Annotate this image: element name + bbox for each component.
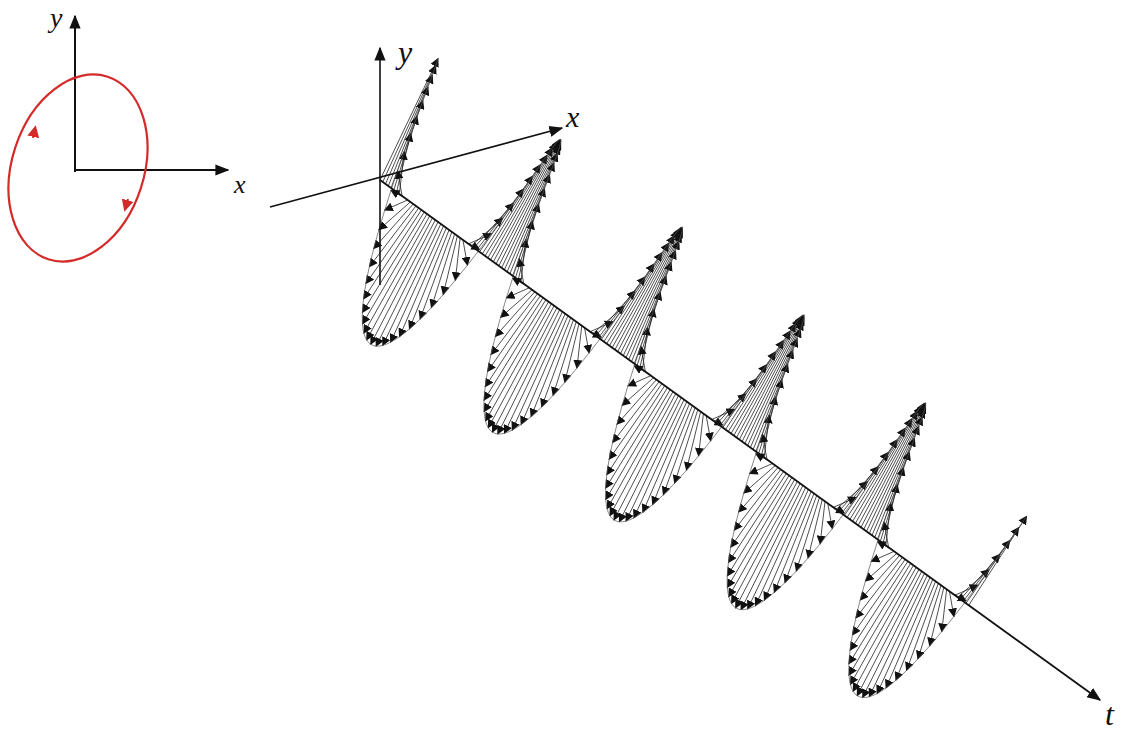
field-vector (362, 214, 426, 324)
field-vector (637, 292, 660, 366)
field-vector (362, 212, 424, 313)
field-vector (606, 388, 668, 489)
field-vector (883, 485, 897, 544)
field-vector (531, 318, 571, 417)
field-vector (748, 329, 801, 445)
field-vector (741, 485, 803, 609)
field-vector (553, 322, 576, 396)
field-vector (431, 234, 454, 308)
field-vector (626, 241, 679, 357)
field-vector (727, 477, 791, 587)
field-vector (620, 229, 682, 353)
field-vector (618, 227, 683, 351)
field-vector (675, 410, 698, 484)
axes (270, 48, 1100, 700)
field-vector (376, 222, 438, 346)
field-vector (391, 226, 444, 342)
axis-label: y (398, 36, 412, 68)
field-vector (634, 402, 687, 518)
polarization-ellipse-inset (0, 16, 228, 280)
field-vector (455, 238, 460, 280)
field-vector (653, 406, 693, 505)
field-vector (877, 577, 930, 693)
field-vector (542, 320, 574, 407)
field-vector (507, 163, 554, 272)
field-vector (385, 200, 408, 210)
field-vector (612, 230, 678, 347)
field-vector (857, 571, 922, 695)
field-vector (969, 516, 1027, 605)
field-vector (869, 417, 922, 533)
field-vector (849, 563, 911, 664)
field-vector (484, 302, 548, 412)
field-vector (394, 116, 417, 190)
field-vector (742, 317, 804, 441)
field-vector (496, 139, 561, 263)
field-vector (896, 581, 936, 680)
field-vector (755, 489, 808, 605)
axis-line (74, 16, 76, 172)
field-vector (512, 314, 565, 430)
field-vector (577, 326, 582, 368)
axis-line (379, 48, 381, 285)
field-vector (491, 143, 557, 260)
field-vector (750, 463, 773, 473)
axis-line (75, 169, 228, 171)
field-vector (872, 427, 919, 536)
field-vector (785, 495, 817, 582)
field-vector (699, 414, 704, 456)
field-vector (397, 133, 411, 192)
field-vector (515, 204, 538, 278)
field-vector (727, 475, 789, 576)
field-vector (629, 251, 676, 360)
field-vector (628, 376, 651, 386)
axis-label: y (50, 4, 62, 32)
field-vector (518, 221, 532, 280)
axis-line (270, 128, 562, 207)
direction-arrow (33, 131, 35, 138)
field-vector (855, 406, 921, 523)
field-vector (918, 585, 941, 659)
axis-label: t (1105, 698, 1114, 730)
field-vector (849, 565, 913, 675)
field-vector (761, 397, 775, 456)
field-vector (663, 408, 695, 495)
field-vector (386, 75, 433, 184)
field-vector (864, 405, 926, 529)
field-vector (484, 300, 546, 401)
field-vector (739, 315, 804, 439)
field-vector (504, 154, 557, 270)
axis-label: x (234, 172, 246, 198)
field-vector (498, 310, 560, 434)
field-vector (907, 583, 939, 670)
field-vector (871, 551, 894, 561)
field-vector (420, 232, 452, 319)
field-vector (492, 308, 557, 432)
axis-label: x (566, 102, 579, 132)
field-vector (963, 540, 1010, 601)
field-vector (759, 380, 782, 454)
field-vector (614, 396, 679, 520)
field-vector (796, 497, 819, 571)
direction-arrow (126, 199, 128, 206)
polarization-ellipse (0, 56, 170, 279)
field-vector (880, 468, 903, 542)
field-vector (640, 309, 654, 368)
field-vector (774, 493, 814, 592)
field-vector (863, 573, 925, 697)
field-vector (750, 339, 797, 448)
field-vector (606, 390, 670, 500)
field-vector (736, 483, 801, 607)
field-vector (734, 318, 800, 435)
field-vector (409, 230, 449, 329)
field-vector (380, 59, 438, 181)
field-vector (499, 142, 561, 266)
axis-line (380, 180, 1100, 700)
field-vector (506, 288, 529, 298)
field-vector (942, 589, 947, 631)
field-vector (861, 403, 926, 527)
field-vector (619, 398, 681, 522)
field-vector (820, 501, 825, 543)
